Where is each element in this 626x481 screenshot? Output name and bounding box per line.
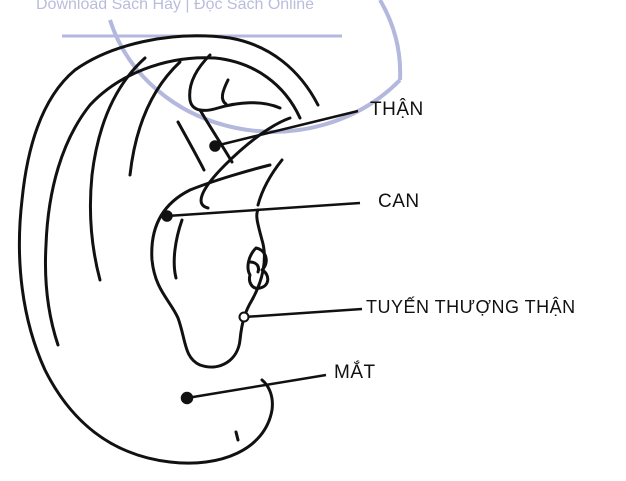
dot-mat bbox=[182, 393, 192, 403]
label-than: THẬN bbox=[370, 99, 424, 121]
watermark-text: Download Sách Hay | Đọc Sách Online bbox=[36, 0, 314, 14]
pointer-can bbox=[167, 203, 360, 216]
dot-can bbox=[163, 212, 172, 221]
pointer-mat bbox=[187, 375, 326, 398]
label-mat: MẮT bbox=[334, 362, 376, 384]
dot-tuyen bbox=[240, 313, 249, 322]
dot-than bbox=[211, 142, 220, 151]
pointer-tuyen bbox=[244, 309, 362, 317]
label-can: CAN bbox=[378, 191, 420, 213]
label-tuyen-thuong-than: TUYẾN THƯỢNG THẬN bbox=[366, 297, 576, 318]
